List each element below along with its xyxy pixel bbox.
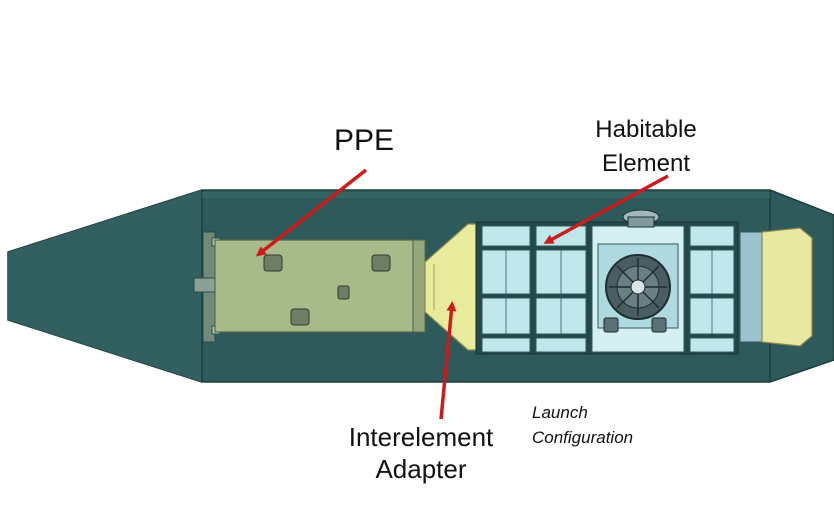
interelement-adapter-label-line: Adapter (375, 454, 467, 484)
interelement-adapter-label-line: Interelement (348, 422, 494, 452)
ppe-arrow (255, 168, 368, 257)
antenna-base (627, 216, 655, 228)
habitable-element-label: Habitable Element (570, 113, 722, 181)
launch-configuration-label-line: Launch (532, 403, 588, 422)
ppe-label: PPE (334, 124, 395, 157)
docking-port-hub (630, 279, 646, 295)
launch-configuration-label: Launch Configuration (532, 400, 633, 450)
adapter-arrow (439, 301, 457, 420)
ppe-mount-stub (193, 277, 217, 293)
aft-adapter (761, 227, 813, 347)
ppe-module (214, 239, 414, 333)
aft-ring (739, 231, 763, 343)
fairing-nose-shade (8, 190, 202, 382)
habitable-arrow (543, 174, 669, 244)
ppe-hatch (371, 254, 391, 272)
ppe-hatch (337, 285, 350, 300)
bottom-fixture (651, 317, 667, 333)
ppe-hatch (290, 308, 310, 326)
ppe-ring (412, 239, 426, 333)
bottom-fixture (603, 317, 619, 333)
ppe-hatch (263, 254, 283, 272)
panel-dividers (505, 250, 713, 334)
habitable-element-label-line: Habitable (595, 116, 697, 143)
habitable-element-label-line: Element (601, 150, 691, 177)
fairing-highlight (202, 192, 770, 198)
interelement-adapter-label: Interelement Adapter (330, 421, 512, 485)
launch-configuration-label-line: Configuration (532, 428, 634, 447)
